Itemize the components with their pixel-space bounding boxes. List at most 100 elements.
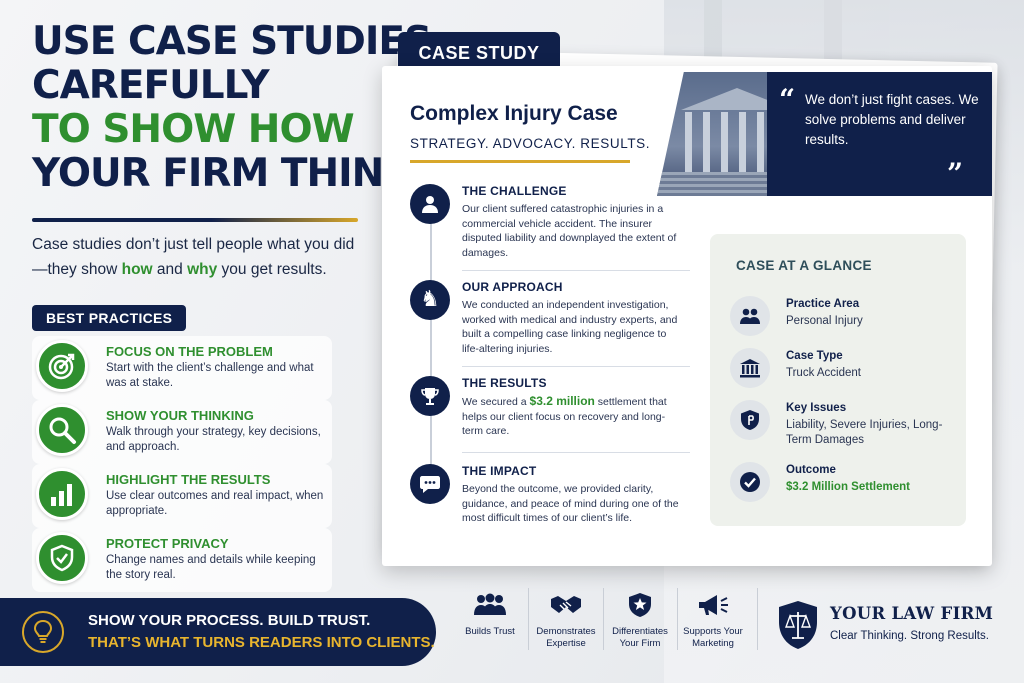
cta-banner: SHOW YOUR PROCESS. BUILD TRUST. THAT’S W… [0, 598, 436, 666]
person-icon [410, 184, 450, 224]
benefit-label: Differentiates Your Firm [612, 626, 668, 649]
benefit-builds-trust: Builds Trust [453, 592, 527, 638]
courthouse-column [739, 112, 746, 172]
step-divider [462, 270, 690, 271]
case-at-a-glance-panel: CASE AT A GLANCE Practice Area Personal … [710, 234, 966, 526]
people-icon [730, 296, 770, 336]
benefit-label: Builds Trust [465, 626, 515, 637]
intro-how: how [121, 261, 153, 278]
timeline-line [430, 206, 432, 496]
benefit-differentiates: Differentiates Your Firm [603, 592, 677, 650]
headline-line-2: CAREFULLY [32, 63, 270, 108]
intro-part-2: you get results. [217, 261, 327, 278]
practice-desc: Walk through your strategy, key decision… [106, 426, 321, 453]
megaphone-icon [676, 592, 750, 618]
practice-item-privacy: PROTECT PRIVACY Change names and details… [32, 528, 332, 592]
glance-value: $3.2 Million Settlement [786, 481, 910, 493]
firm-name: YOUR LAW FIRM [830, 604, 994, 623]
benefit-marketing: Supports Your Marketing [676, 592, 750, 650]
courthouse-column [685, 112, 692, 172]
banner-line-1: SHOW YOUR PROCESS. BUILD TRUST. [88, 612, 371, 629]
chat-bubble-icon [410, 464, 450, 504]
settlement-amount: $3.2 million [529, 394, 595, 408]
courthouse-photo: “ We don’t just fight cases. We solve pr… [657, 72, 992, 196]
practice-item-focus: FOCUS ON THE PROBLEM Start with the clie… [32, 336, 332, 400]
lightbulb-icon [22, 611, 64, 653]
step-divider [462, 366, 690, 367]
star-badge-icon [603, 592, 677, 618]
benefit-divider [528, 588, 529, 650]
practice-title: HIGHLIGHT THE RESULTS [106, 472, 271, 487]
benefit-divider [757, 588, 758, 650]
banner-line-2: THAT’S WHAT TURNS READERS INTO CLIENTS. [88, 634, 435, 651]
bar-chart-icon [36, 468, 88, 520]
courthouse-stairs [657, 172, 787, 196]
glance-label: Practice Area [786, 298, 860, 310]
checkmark-icon [730, 462, 770, 502]
step-desc: We conducted an independent investigatio… [462, 299, 678, 355]
glance-label: Outcome [786, 464, 836, 476]
scales-shield-icon [779, 601, 817, 649]
practice-item-thinking: SHOW YOUR THINKING Walk through your str… [32, 400, 332, 464]
practice-desc: Change names and details while keeping t… [106, 554, 316, 581]
practice-title: FOCUS ON THE PROBLEM [106, 344, 273, 359]
quote-panel [767, 72, 992, 196]
courthouse-column [703, 112, 710, 172]
case-study-card: Complex Injury Case STRATEGY. ADVOCACY. … [382, 66, 992, 566]
courthouse-roof [681, 88, 793, 110]
intro-and: and [152, 261, 188, 278]
benefit-label: Supports Your Marketing [683, 626, 743, 649]
handshake-icon [529, 592, 603, 618]
step-title: OUR APPROACH [462, 280, 563, 294]
headline-line-1: USE CASE STUDIES [32, 19, 432, 64]
glance-label: Case Type [786, 350, 843, 362]
open-quote-icon: “ [779, 83, 796, 116]
best-practices-label: BEST PRACTICES [32, 305, 187, 331]
quote-text: We don’t just fight cases. We solve prob… [805, 92, 979, 147]
trophy-icon [410, 376, 450, 416]
headline-line-4: YOUR FIRM THINKS [32, 151, 441, 196]
intro-why: why [187, 261, 218, 278]
glance-value: Truck Accident [786, 367, 861, 379]
practice-title: SHOW YOUR THINKING [106, 408, 254, 423]
step-desc: Beyond the outcome, we provided clarity,… [462, 483, 679, 524]
case-subtitle: STRATEGY. ADVOCACY. RESULTS. [410, 136, 651, 151]
close-quote-icon: ” [947, 157, 964, 190]
practice-item-results: HIGHLIGHT THE RESULTS Use clear outcomes… [32, 464, 332, 528]
target-icon [36, 340, 88, 392]
glance-label: Key Issues [786, 402, 847, 414]
benefit-divider [603, 588, 604, 650]
glance-value: Personal Injury [786, 315, 863, 327]
firm-tagline: Clear Thinking. Strong Results. [830, 630, 989, 642]
courthouse-column [721, 112, 728, 172]
headline-line-3: TO SHOW HOW [32, 107, 355, 152]
practice-desc: Start with the client’s challenge and wh… [106, 362, 314, 389]
step-desc: We secured a $3.2 million settlement tha… [462, 394, 682, 439]
group-icon [453, 592, 527, 618]
case-title: Complex Injury Case [410, 102, 618, 125]
step-title: THE RESULTS [462, 376, 547, 390]
practice-desc: Use clear outcomes and real impact, when… [106, 490, 324, 517]
step-desc-pre: We secured a [462, 396, 530, 408]
headline: USE CASE STUDIES CAREFULLY TO SHOW HOW Y… [32, 19, 441, 196]
intro-text: Case studies don’t just tell people what… [32, 232, 362, 282]
case-title-underline [410, 160, 630, 163]
chess-knight-icon: ♞ [410, 280, 450, 320]
courthouse-column [757, 112, 764, 172]
magnifier-icon [36, 404, 88, 456]
shield-badge-icon [730, 400, 770, 440]
benefit-expertise: Demonstrates Expertise [529, 592, 603, 650]
benefit-divider [677, 588, 678, 650]
headline-underline [32, 218, 358, 222]
step-desc: Our client suffered catastrophic injurie… [462, 203, 677, 259]
step-title: THE IMPACT [462, 464, 537, 478]
step-desc-post: settlement that helps our client focus o… [462, 396, 667, 437]
benefit-label: Demonstrates Expertise [536, 626, 596, 649]
intro-part-1: Case studies don’t just tell people what… [32, 236, 355, 278]
glance-value: Liability, Severe Injuries, Long-Term Da… [786, 419, 943, 446]
glance-heading: CASE AT A GLANCE [736, 258, 872, 273]
courthouse-icon [730, 348, 770, 388]
firm-logo: YOUR LAW FIRM Clear Thinking. Strong Res… [778, 600, 1008, 656]
practice-title: PROTECT PRIVACY [106, 536, 229, 551]
shield-icon [36, 532, 88, 584]
